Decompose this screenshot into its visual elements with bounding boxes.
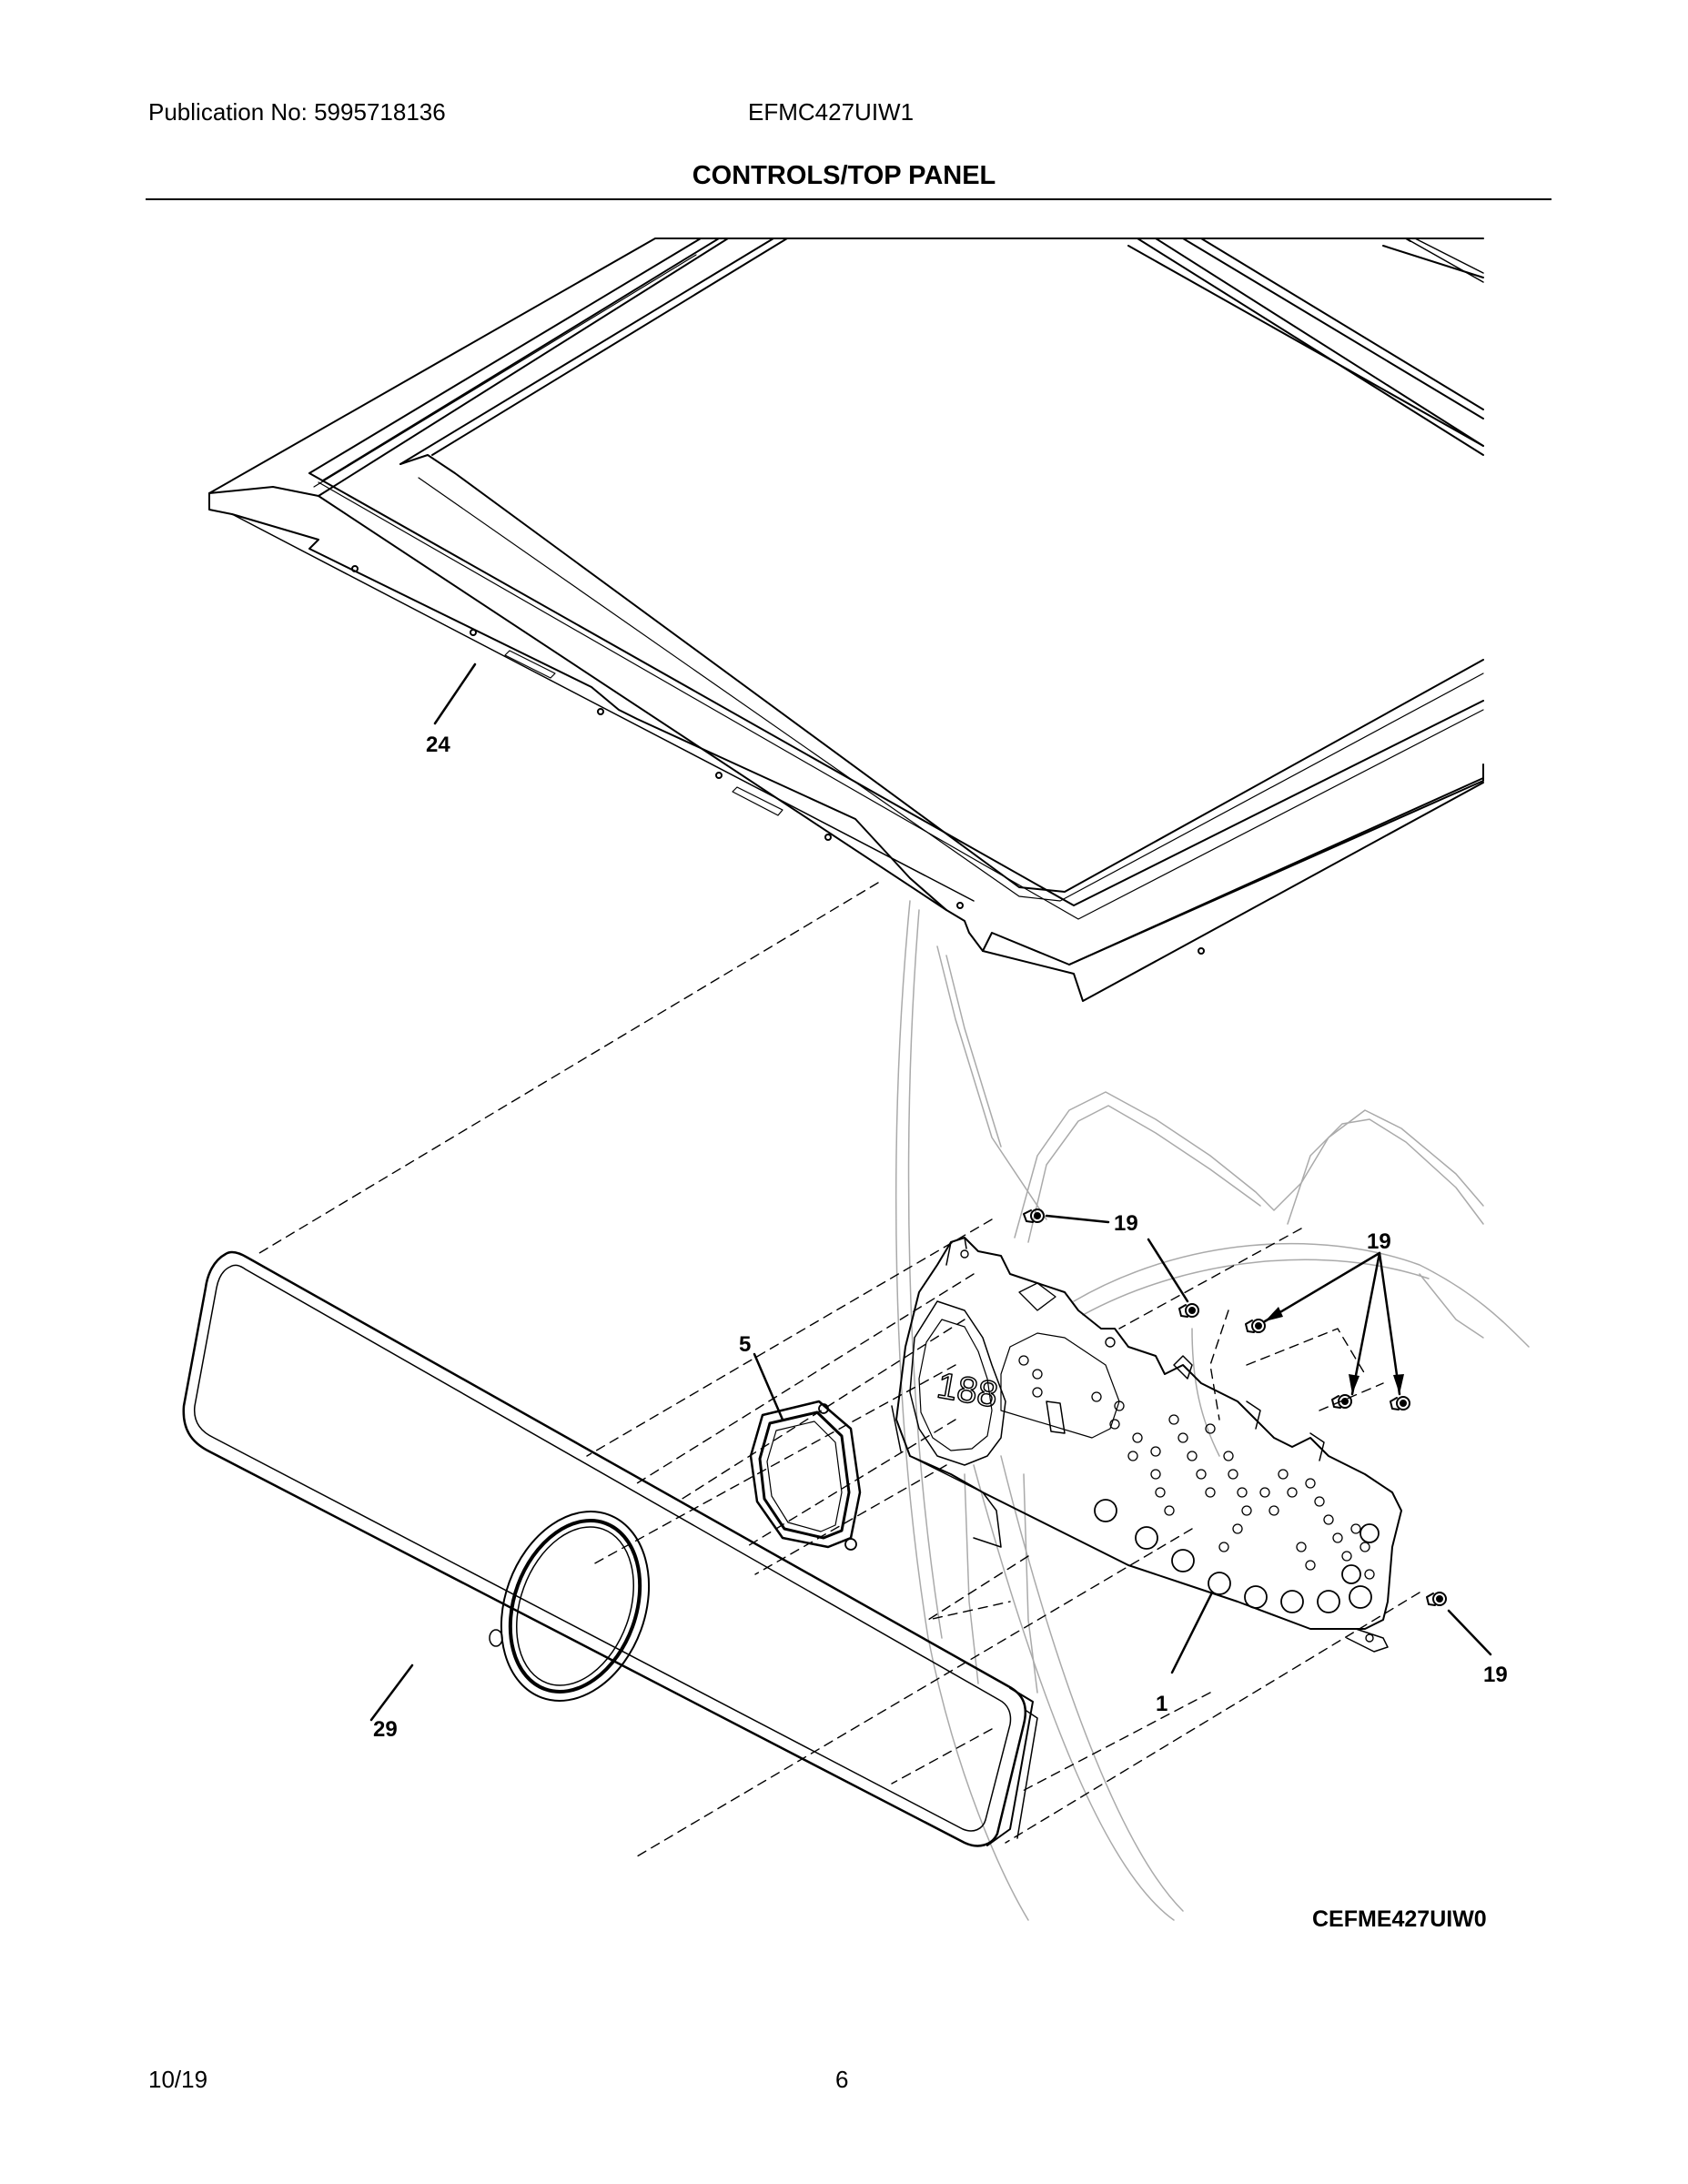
- page-number: 6: [835, 2066, 849, 2093]
- screw-f: [1426, 1592, 1447, 1606]
- publication-number: Publication No: 5995718136: [148, 98, 446, 126]
- screws: [1023, 1208, 1447, 1606]
- callout-19-bottom: 19: [1483, 1663, 1508, 1687]
- callout-19-right: 19: [1367, 1229, 1391, 1254]
- screw-e: [1390, 1396, 1410, 1410]
- control-panel-front: [182, 1250, 1038, 1847]
- screw-b: [1178, 1303, 1199, 1318]
- callout-29: 29: [373, 1717, 398, 1742]
- screw-a: [1023, 1208, 1045, 1223]
- callout-5: 5: [739, 1332, 751, 1357]
- top-panel: [208, 238, 1484, 1002]
- knob-ring: [749, 1400, 862, 1551]
- callout-1: 1: [1156, 1692, 1167, 1716]
- callout-24: 24: [426, 733, 450, 757]
- leader-lines: [369, 662, 1492, 1722]
- arrowheads: [1265, 1307, 1404, 1394]
- callout-19-top: 19: [1114, 1211, 1138, 1236]
- guide-lines: [254, 882, 1420, 1857]
- footer-date: 10/19: [148, 2066, 208, 2093]
- screw-d: [1331, 1394, 1352, 1409]
- diagram-code: CEFME427UIW0: [1312, 1906, 1487, 1932]
- control-board: 188: [891, 1237, 1402, 1653]
- cabinet-outline: [895, 900, 1530, 1921]
- screw-c: [1245, 1319, 1266, 1333]
- model-number: EFMC427UIW1: [748, 98, 915, 126]
- title-rule: [146, 198, 1552, 200]
- page-title: CONTROLS/TOP PANEL: [692, 161, 996, 190]
- svg-text:188: 188: [934, 1366, 1000, 1416]
